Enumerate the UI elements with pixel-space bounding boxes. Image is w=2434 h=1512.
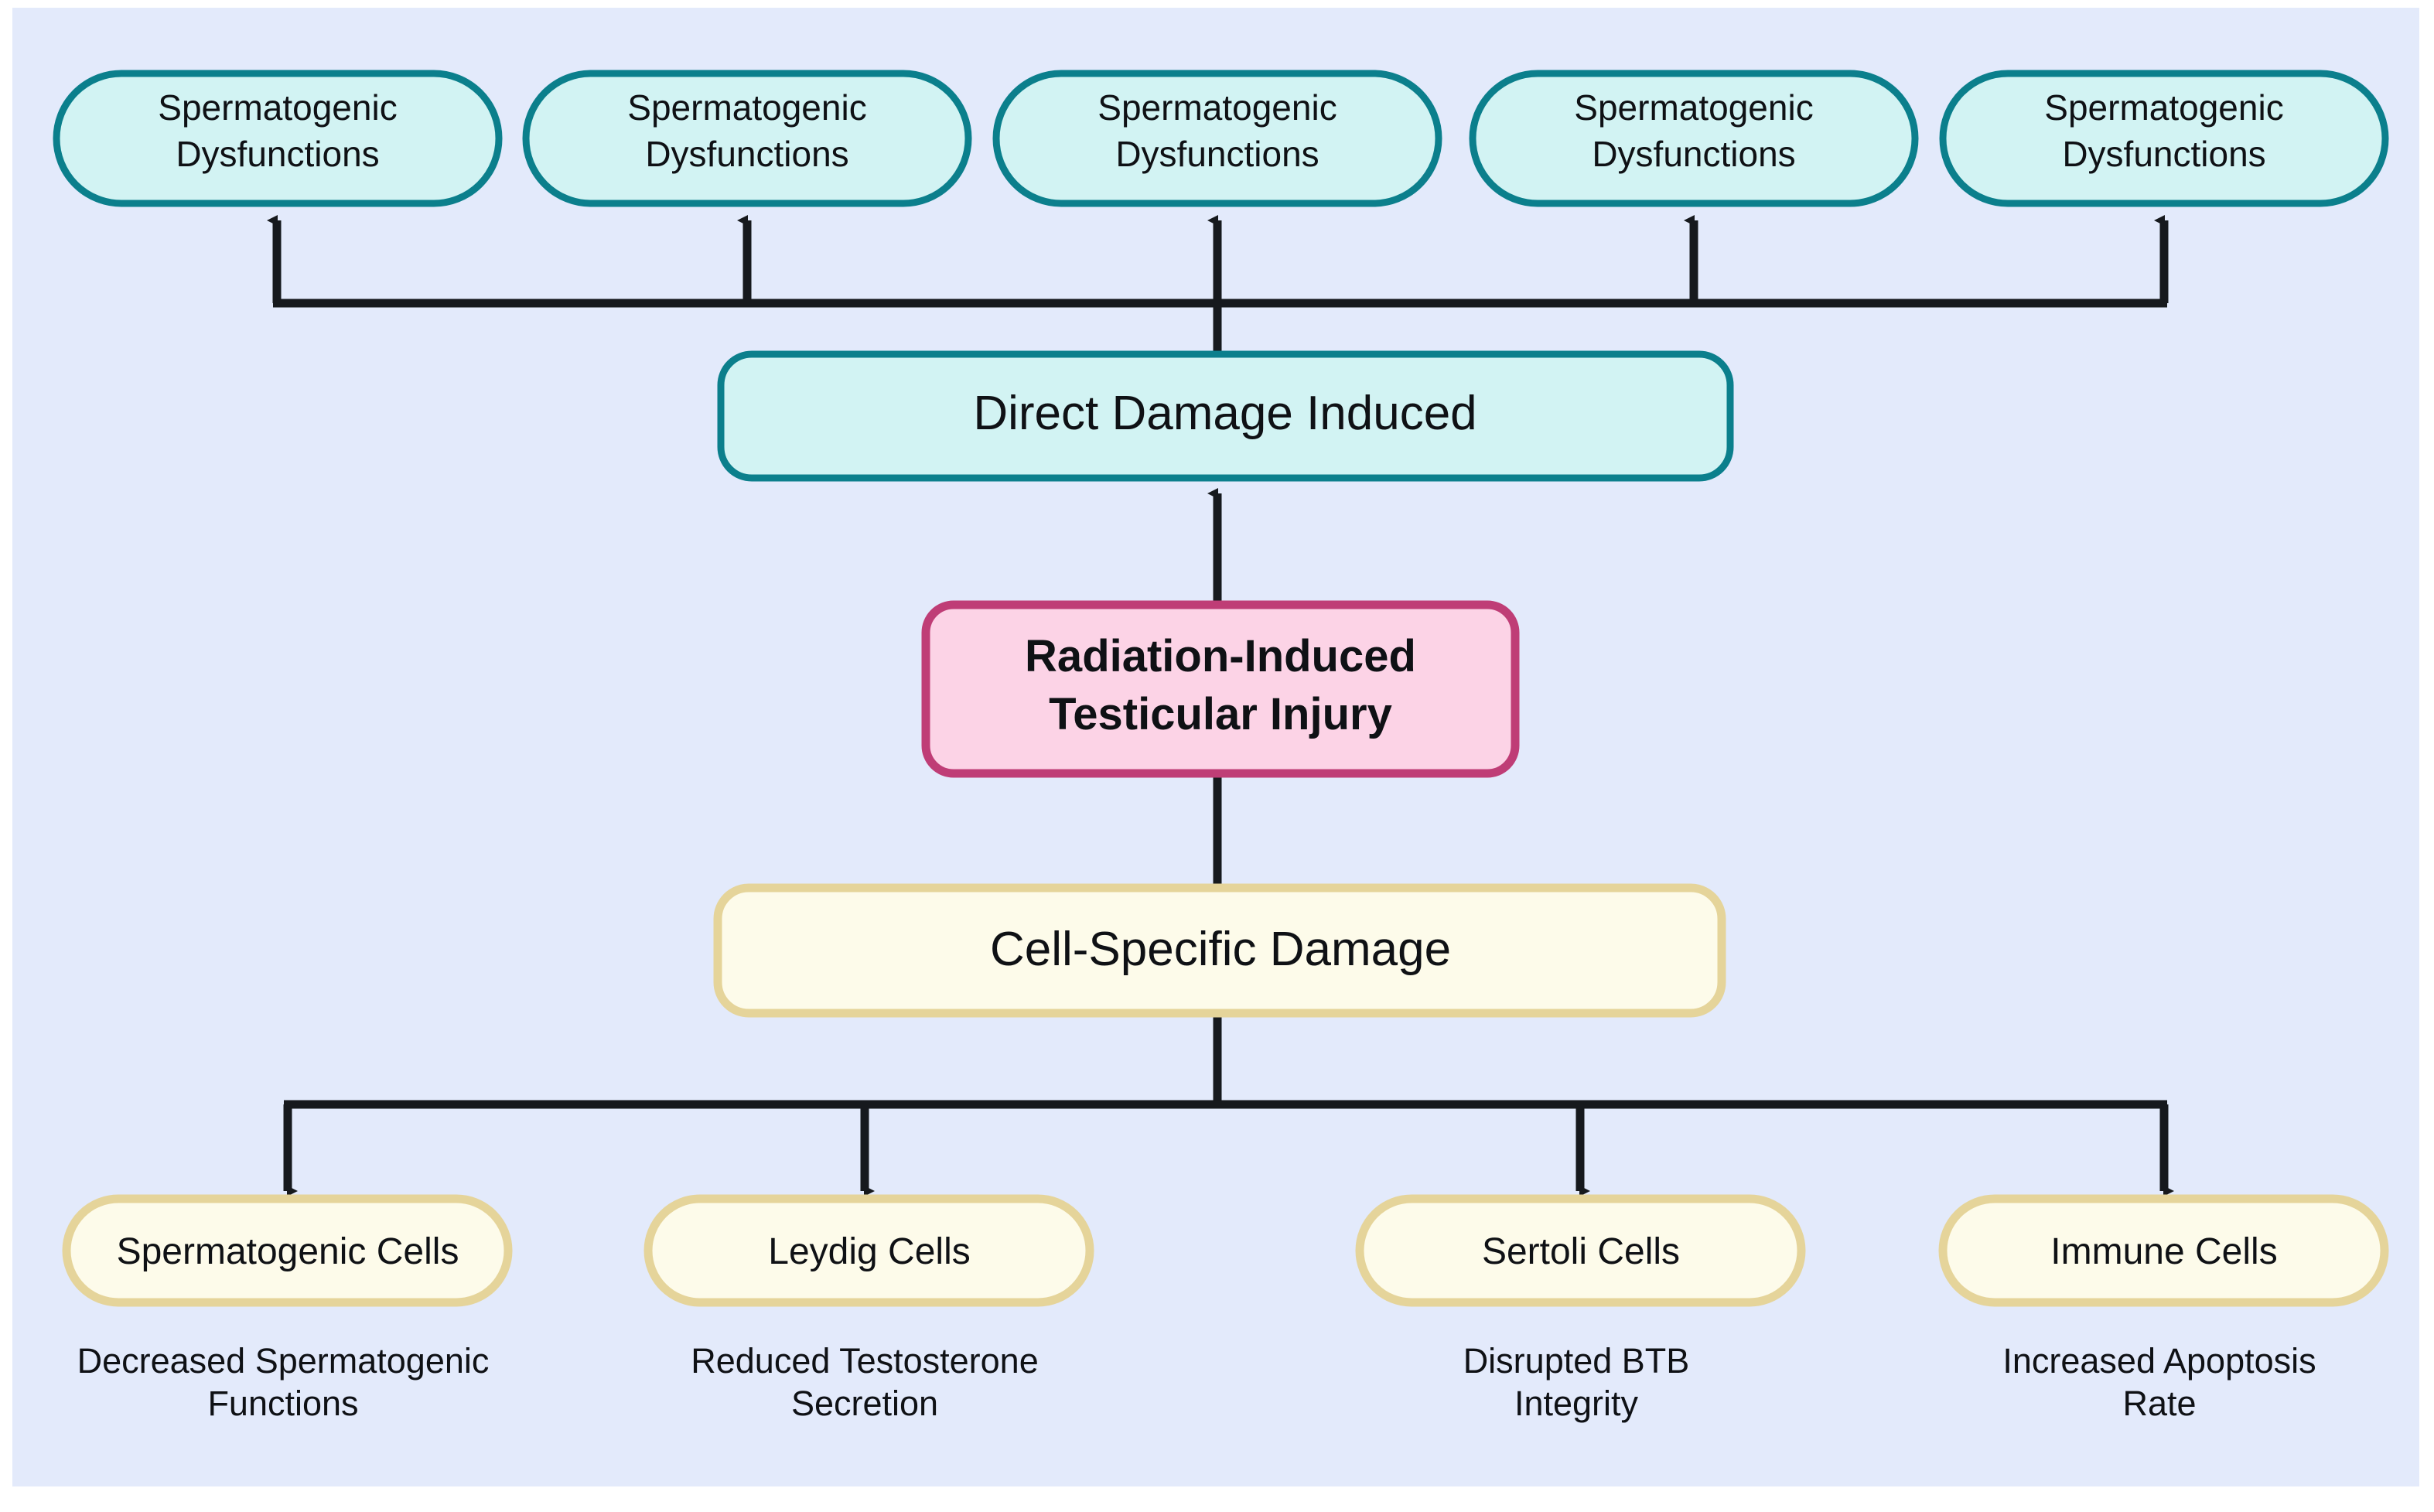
cell-node-4-label: Immune Cells	[2050, 1231, 2277, 1272]
cell-node-1-caption-line1: Decreased Spermatogenic	[77, 1341, 490, 1381]
cell-node-1-caption-line2: Functions	[207, 1384, 358, 1423]
cell-node-1-shape[interactable]	[62, 1194, 513, 1307]
outcome-node-2-label-line1: Spermatogenic	[627, 87, 866, 128]
outcome-node-2-shape[interactable]	[522, 70, 972, 207]
outcome-node-4-label-line2: Dysfunctions	[1592, 134, 1795, 174]
direct-damage-node[interactable]: Direct Damage Induced	[717, 350, 1734, 482]
cell-node-2-label: Leydig Cells	[768, 1231, 970, 1272]
outcome-node-1-label-line2: Dysfunctions	[176, 134, 379, 174]
outcome-node-4-shape[interactable]	[1469, 70, 1919, 207]
cell-node-3-shape[interactable]	[1355, 1194, 1806, 1307]
cell-node-4-shape[interactable]	[1938, 1194, 2389, 1307]
outcome-node-3-label-line2: Dysfunctions	[1115, 134, 1319, 174]
cell-node-row: Spermatogenic Cells Decreased Spermatoge…	[62, 1194, 2389, 1423]
cell-node-3-caption-line2: Integrity	[1514, 1384, 1639, 1423]
cell-node-2[interactable]: Leydig Cells Reduced Testosterone Secret…	[643, 1194, 1094, 1423]
cell-node-4-caption-line2: Rate	[2122, 1384, 2196, 1423]
cell-node-1[interactable]: Spermatogenic Cells Decreased Spermatoge…	[62, 1194, 513, 1423]
cell-specific-damage-node-label: Cell-Specific Damage	[990, 923, 1451, 976]
outcome-node-4-label-line1: Spermatogenic	[1574, 87, 1813, 128]
cell-specific-damage-node[interactable]: Cell-Specific Damage	[713, 883, 1726, 1018]
outcome-node-5-label-line2: Dysfunctions	[2062, 134, 2265, 174]
outcome-node-1-shape[interactable]	[53, 70, 503, 207]
cell-node-3[interactable]: Sertoli Cells Disrupted BTB Integrity	[1355, 1194, 1806, 1423]
outcome-node-row: Spermatogenic Dysfunctions Spermatogenic…	[53, 70, 2389, 207]
outcome-node-2[interactable]: Spermatogenic Dysfunctions	[522, 70, 972, 207]
outcome-node-3-label-line1: Spermatogenic	[1098, 87, 1336, 128]
direct-damage-node-shape[interactable]	[717, 350, 1734, 482]
cell-node-3-label: Sertoli Cells	[1482, 1231, 1680, 1272]
cell-specific-damage-node-shape[interactable]	[713, 883, 1726, 1018]
root-node[interactable]: Radiation-Induced Testicular Injury	[921, 600, 1520, 778]
cell-node-2-shape[interactable]	[643, 1194, 1094, 1307]
cell-node-3-caption-line1: Disrupted BTB	[1463, 1341, 1690, 1381]
cell-node-2-caption-line2: Secretion	[791, 1384, 938, 1423]
outcome-node-5-label-line1: Spermatogenic	[2044, 87, 2283, 128]
outcome-node-1-label-line1: Spermatogenic	[158, 87, 397, 128]
outcome-node-1[interactable]: Spermatogenic Dysfunctions	[53, 70, 503, 207]
outcome-node-5-shape[interactable]	[1939, 70, 2389, 207]
outcome-node-3[interactable]: Spermatogenic Dysfunctions	[992, 70, 1442, 207]
root-node-label-line2: Testicular Injury	[1049, 689, 1392, 739]
cell-node-1-label: Spermatogenic Cells	[117, 1231, 459, 1272]
outcome-node-2-label-line2: Dysfunctions	[645, 134, 848, 174]
direct-damage-node-label: Direct Damage Induced	[973, 387, 1476, 440]
connector-layer	[267, 215, 2174, 1196]
cell-node-2-caption-line1: Reduced Testosterone	[691, 1341, 1038, 1381]
cell-node-4-caption-line1: Increased Apoptosis	[2002, 1341, 2316, 1381]
cell-node-4[interactable]: Immune Cells Increased Apoptosis Rate	[1938, 1194, 2389, 1423]
root-node-shape[interactable]	[921, 600, 1520, 778]
outcome-node-5[interactable]: Spermatogenic Dysfunctions	[1939, 70, 2389, 207]
root-node-label-line1: Radiation-Induced	[1025, 631, 1416, 681]
outcome-node-4[interactable]: Spermatogenic Dysfunctions	[1469, 70, 1919, 207]
outcome-node-3-shape[interactable]	[992, 70, 1442, 207]
